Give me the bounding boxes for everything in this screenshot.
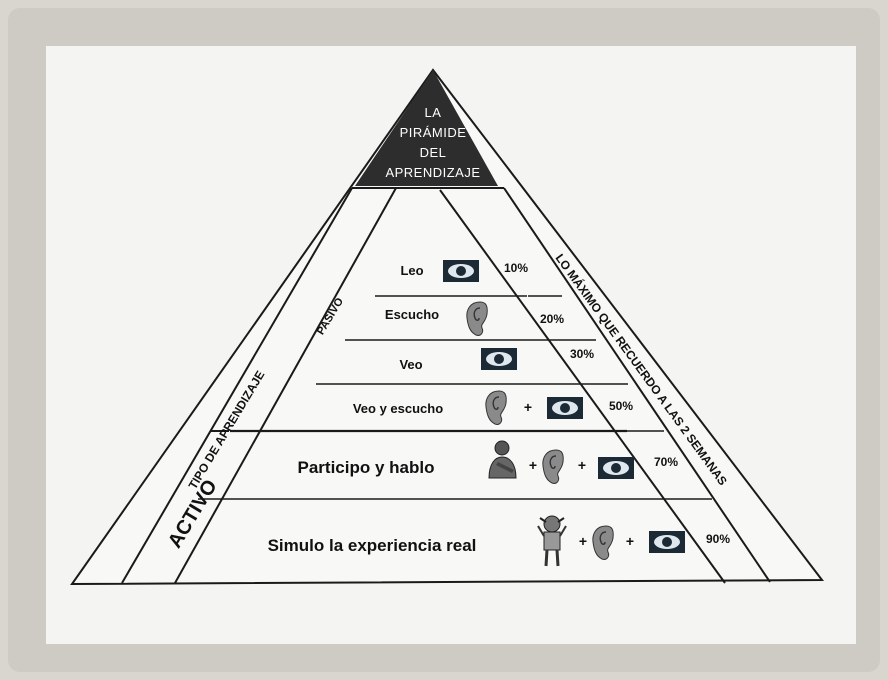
level-label-participo: Participo y hablo [298,458,435,477]
plus-sign: + [579,533,587,549]
level-label-leo: Leo [400,263,423,278]
eye-icon [547,397,583,419]
right-band-line-inner [439,189,726,584]
right-band-line [503,187,771,583]
apex-title-line-3: DEL [420,145,447,160]
percent-30: 30% [570,347,594,361]
plus-sign: + [626,533,634,549]
percent-10: 10% [504,261,528,275]
eye-icon [443,260,479,282]
apex-title-line-1: LA [425,105,442,120]
plus-sign: + [578,457,586,473]
left-band-line [121,187,353,584]
pyramid-apex [355,70,498,186]
left-band-line-inner [174,187,397,584]
level-label-escucho: Escucho [385,307,439,322]
plus-sign: + [524,399,532,415]
percent-70: 70% [654,455,678,469]
percent-20: 20% [540,312,564,326]
level-label-simulo: Simulo la experiencia real [268,536,477,555]
percent-90: 90% [706,532,730,546]
plus-sign: + [529,457,537,473]
pyramid-outline [70,68,825,586]
level-label-veo: Veo [399,357,422,372]
apex-title-line-4: APRENDIZAJE [385,165,480,180]
eye-icon [598,457,634,479]
percent-50: 50% [609,399,633,413]
eye-icon [481,348,517,370]
apex-title-line-2: PIRÁMIDE [400,125,467,140]
eye-icon [649,531,685,553]
level-label-veo-y-escucho: Veo y escucho [353,401,443,416]
